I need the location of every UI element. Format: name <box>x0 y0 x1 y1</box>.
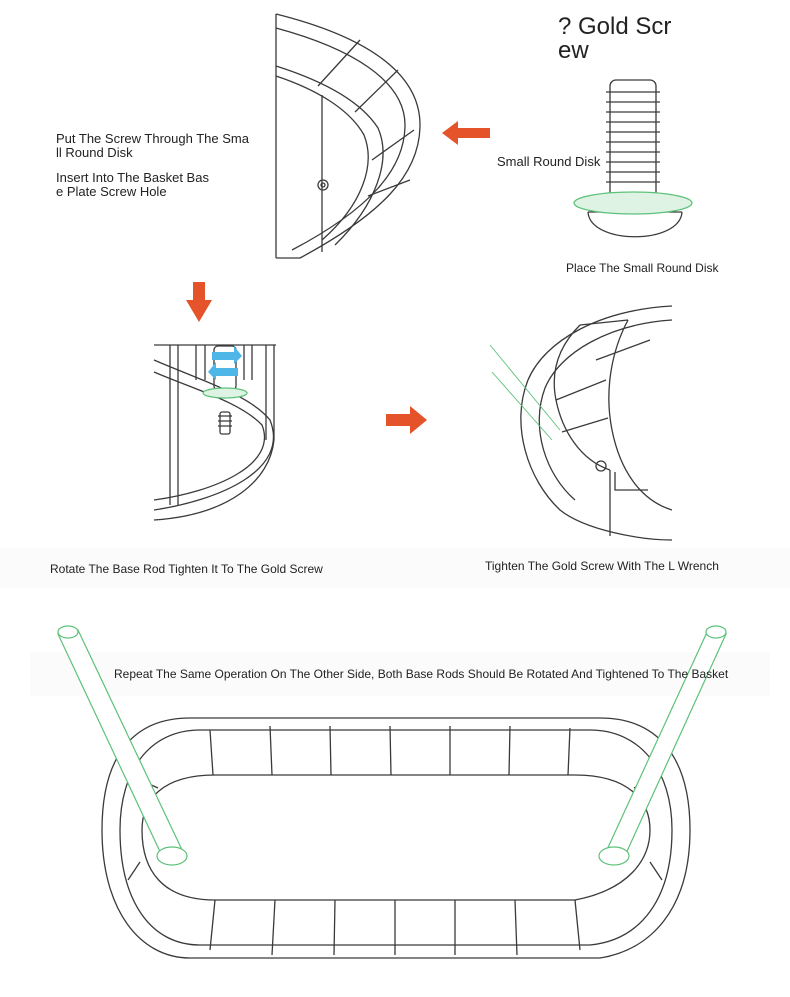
repeat-caption: Repeat The Same Operation On The Other S… <box>114 667 729 681</box>
base-rod-disk-icon <box>202 387 248 399</box>
rotate-arrow-icon <box>208 346 242 380</box>
disk-label: Small Round Disk <box>497 154 601 169</box>
gold-screw-title: ? Gold Scr ew <box>558 13 672 64</box>
arrow-down-icon <box>186 282 212 322</box>
wrench-caption: Tighten The Gold Screw With The L Wrench <box>485 559 719 573</box>
wrench-green-lines <box>489 344 561 441</box>
step1-text-a: Put The Screw Through The Sma ll Round D… <box>56 131 249 160</box>
arrow-left-icon <box>442 121 490 145</box>
caption-band-repeat <box>30 652 770 696</box>
arrow-right-icon <box>386 406 427 434</box>
basket-full <box>101 717 691 959</box>
step1-text-b: Insert Into The Basket Bas e Plate Screw… <box>56 170 209 199</box>
small-round-disk-icon <box>573 191 693 215</box>
base-rod-left <box>57 625 188 866</box>
place-caption: Place The Small Round Disk <box>566 261 719 275</box>
basket-end-wrench <box>520 305 673 541</box>
basket-end-closeup <box>275 13 421 259</box>
rotate-caption: Rotate The Base Rod Tighten It To The Go… <box>50 562 323 576</box>
base-rod-right <box>598 625 727 866</box>
caption-band-top <box>0 548 790 588</box>
